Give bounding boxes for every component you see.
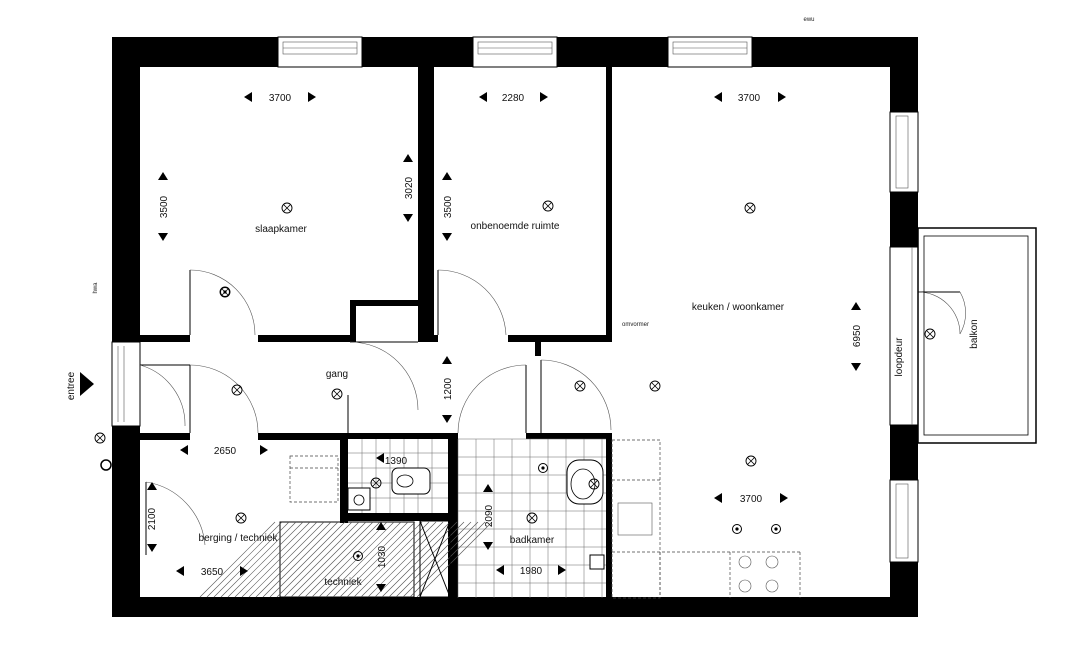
room-label-gang: gang [326,369,348,380]
outlet-point-icon [771,524,781,534]
dim-berging-width-2: 3650 [201,567,224,578]
dimension-arrow-icon [778,92,786,102]
label-entree: entree [66,371,77,400]
dimension-arrow-icon [158,233,168,241]
dim-keuken-width-2: 3700 [740,494,763,505]
dim-slaap-height-2: 3020 [404,176,415,199]
dimension-arrow-icon [851,302,861,310]
light-point-icon [924,328,936,340]
balcony [911,227,1037,444]
dimension-arrow-icon [483,542,493,550]
dimension-arrow-icon [403,214,413,222]
dim-gang-height: 1200 [443,377,454,400]
room-label-balkon: balkon [969,319,980,348]
dimension-arrow-icon [540,92,548,102]
outlet-point-icon [538,463,548,473]
dimension-arrow-icon [147,544,157,552]
dimension-arrow-icon [244,92,252,102]
dim-onb-width: 2280 [502,93,525,104]
kitchen-counter [611,439,801,599]
light-point-icon [588,478,600,490]
dimension-arrow-icon [479,92,487,102]
dim-keuken-height: 6950 [852,324,863,347]
dim-onb-height: 3500 [443,195,454,218]
room-label-slaapkamer: slaapkamer [255,224,307,235]
room-label-badkamer: badkamer [510,535,555,546]
dimension-arrow-icon [308,92,316,102]
dimension-arrow-icon [442,415,452,423]
dimension-arrow-icon [714,92,722,102]
dimension-arrow-icon [558,565,566,575]
light-point-icon [649,380,661,392]
light-point-icon [94,432,106,444]
dim-slaap-width: 3700 [269,93,292,104]
interior-walls [140,67,612,598]
light-point-icon [331,388,343,400]
dimension-arrow-icon [240,566,248,576]
dimension-arrow-icon [376,584,386,592]
dim-berging-width: 2650 [214,446,237,457]
dimension-arrow-icon [442,356,452,364]
outlet-point-icon [220,287,230,297]
outer-walls [111,36,919,617]
room-label-berging: berging / techniek [199,533,279,544]
dimension-arrows [147,92,861,592]
dimension-arrow-icon [714,493,722,503]
dimension-arrow-icon [180,445,188,455]
dim-bad-height: 2090 [484,504,495,527]
light-point-icon [744,202,756,214]
entree-arrow-icon [80,372,94,396]
light-point-icon [574,380,586,392]
light-point-icon [231,384,243,396]
dim-wc-width: 1390 [385,456,408,467]
label-hwa: hwa [93,282,99,294]
dim-bad-width: 1980 [520,566,543,577]
label-loopdeur: loopdeur [894,337,905,377]
dimension-arrow-icon [780,493,788,503]
dimension-arrow-icon [851,363,861,371]
room-label-onbenoemde: onbenoemde ruimte [471,221,560,232]
label-ewu: ewu [803,17,814,23]
room-label-techniek: techniek [324,577,362,588]
dimension-arrow-icon [147,482,157,490]
dimension-arrow-icon [483,484,493,492]
light-point-icon [526,512,538,524]
window-details [117,41,909,559]
outlet-point-icon [732,524,742,534]
light-fixtures [94,200,936,561]
badkamer-fixtures [566,459,605,570]
dimension-arrow-icon [176,566,184,576]
outlet-point-icon [353,551,363,561]
dimension-arrow-icon [442,172,452,180]
dim-techniek-height: 1030 [377,545,388,568]
light-point-icon [745,455,757,467]
dimension-arrow-icon [403,154,413,162]
dimension-arrow-icon [260,445,268,455]
dimension-arrow-icon [376,522,386,530]
dim-keuken-width: 3700 [738,93,761,104]
dimension-arrow-icon [496,565,504,575]
light-point-icon [370,477,382,489]
doors [139,269,966,555]
berging-fixtures [199,455,493,598]
dimension-arrow-icon [442,233,452,241]
dimension-arrow-icon [158,172,168,180]
dim-berging-height: 2100 [147,507,158,530]
dimension-arrow-icon [376,453,384,463]
label-omvormer: omvormer [622,322,649,328]
light-point-icon [281,202,293,214]
dim-slaap-height: 3500 [159,195,170,218]
light-point-icon [542,200,554,212]
light-point-icon [235,512,247,524]
wc [347,439,448,513]
room-label-keuken: keuken / woonkamer [692,302,785,313]
